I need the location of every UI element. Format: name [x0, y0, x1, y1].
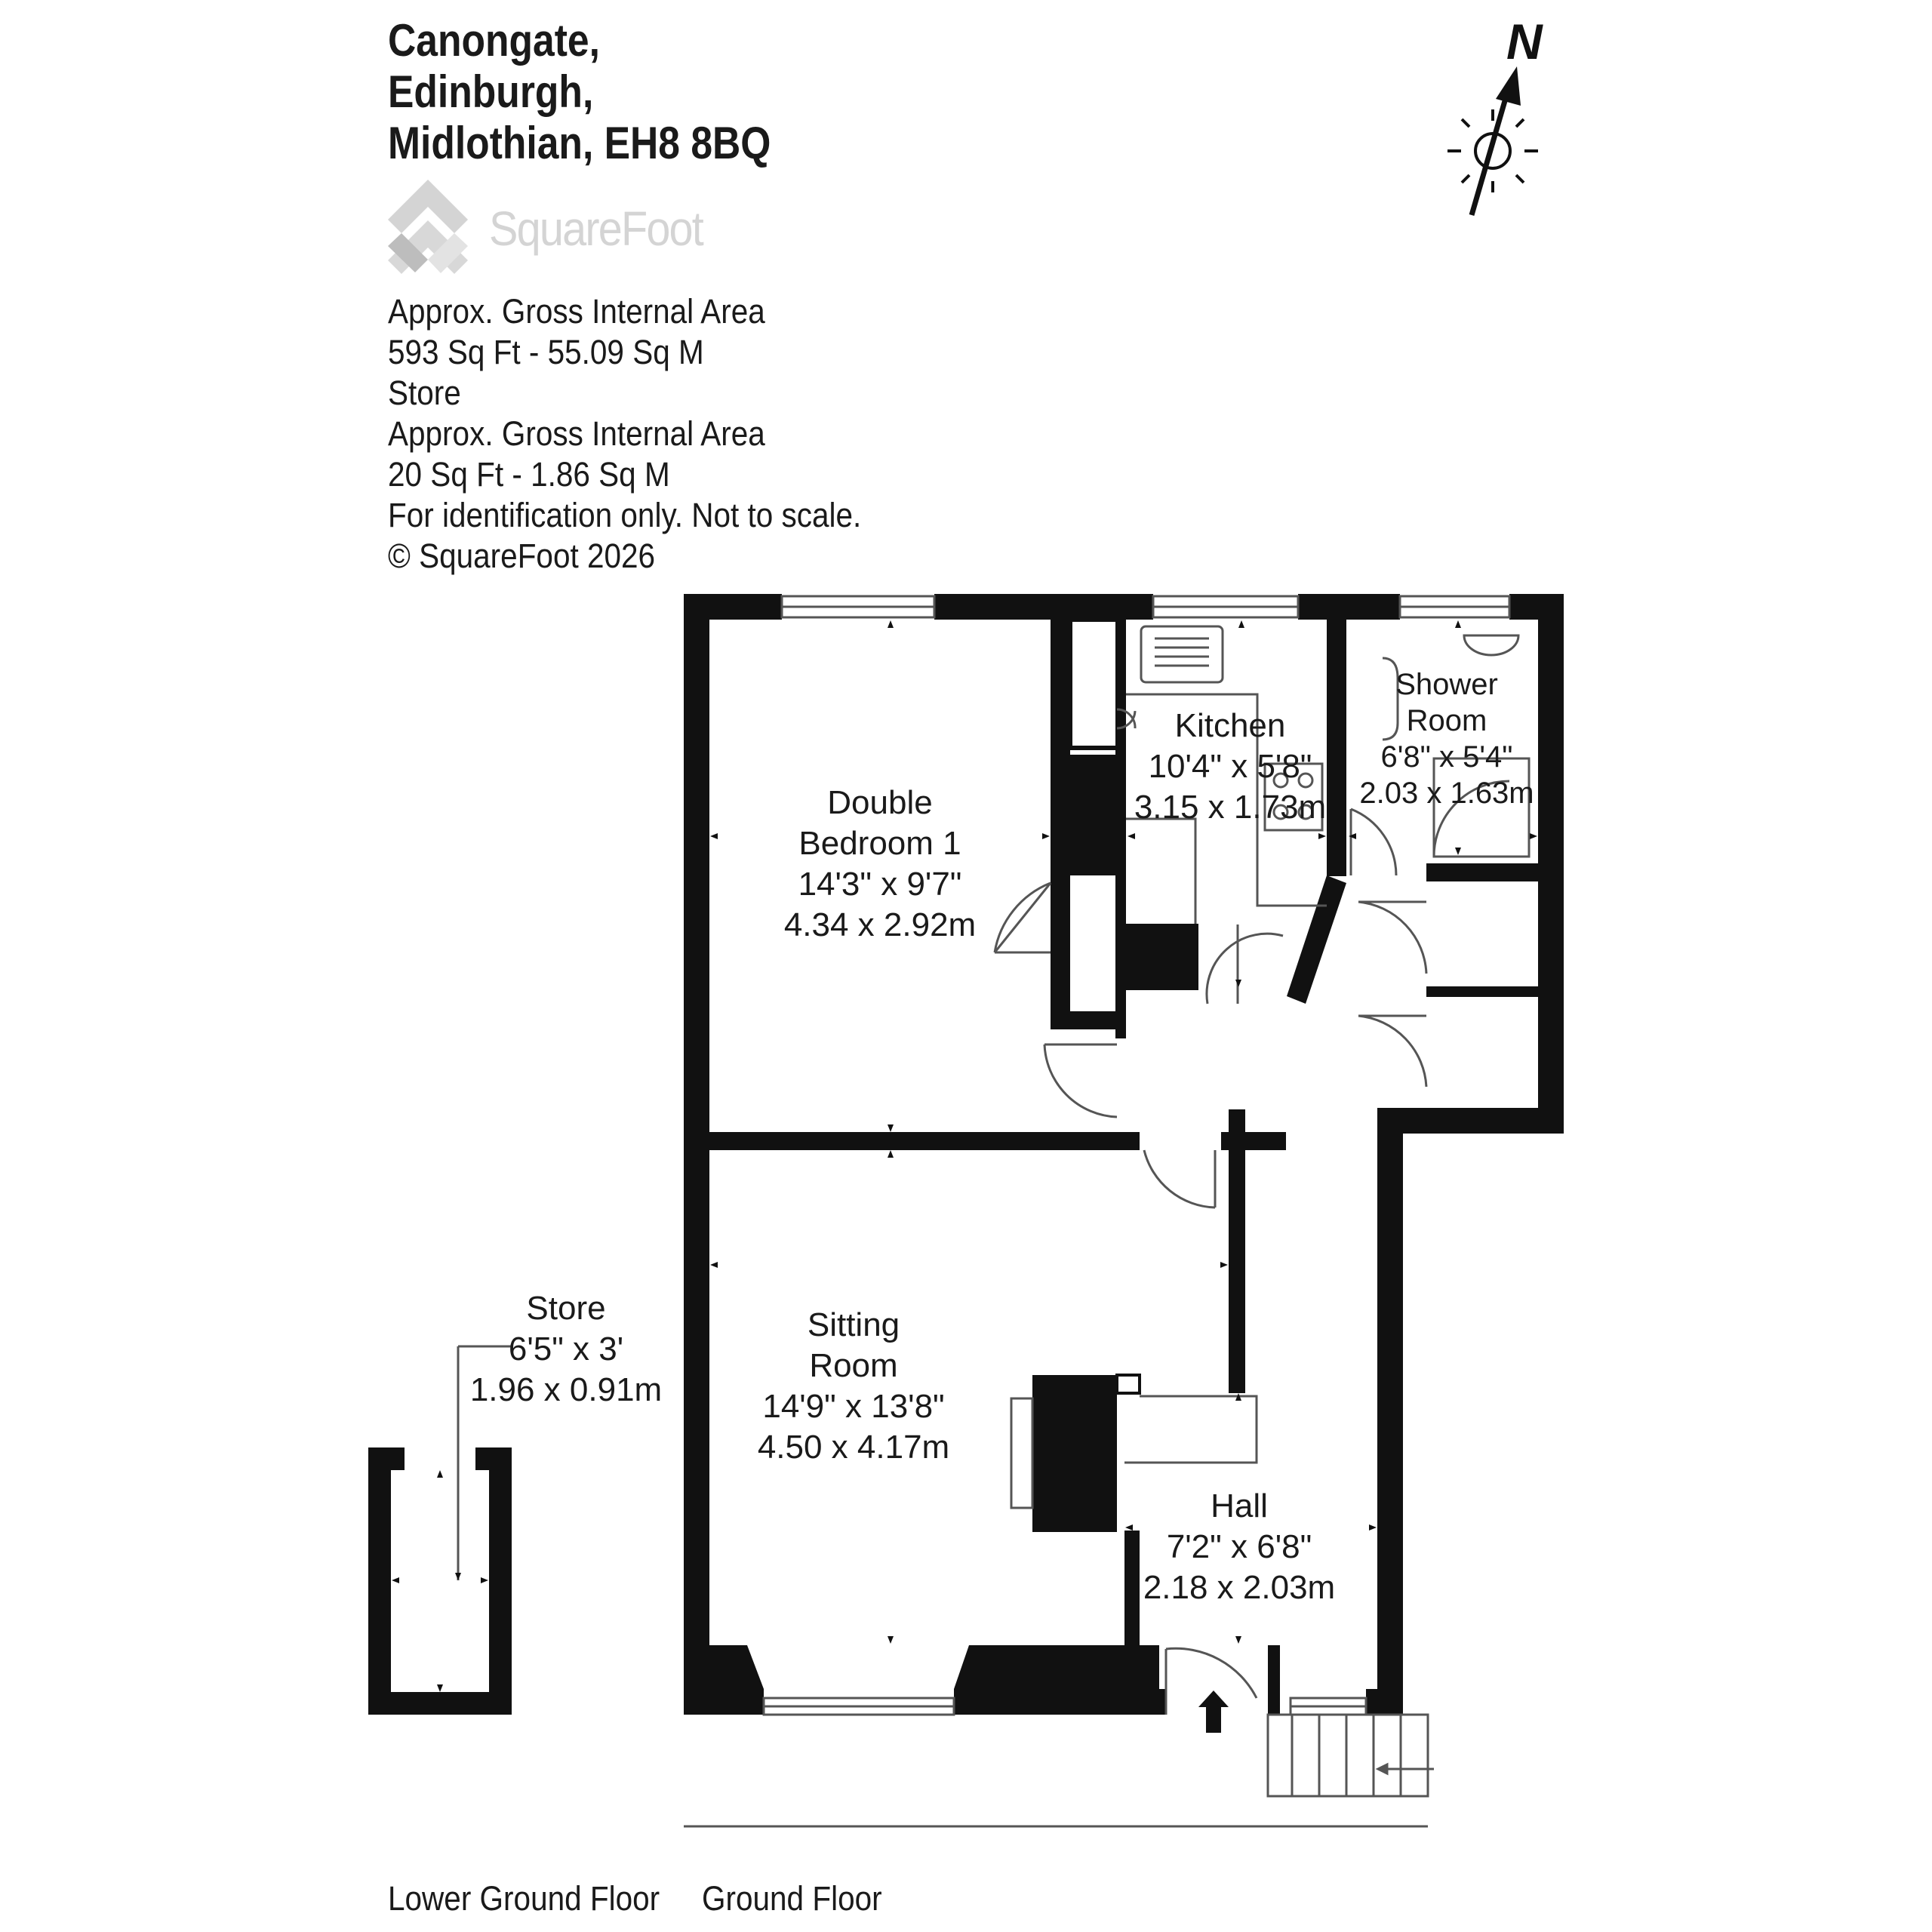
area-info-line-1: Approx. Gross Internal Area: [388, 292, 765, 331]
interior-walls: [709, 617, 1538, 1645]
shower-name-2: Room: [1407, 704, 1487, 737]
sitting-name-1: Sitting: [808, 1306, 900, 1343]
area-info-line-6: For identification only. Not to scale.: [388, 496, 862, 534]
hall-name: Hall: [1211, 1487, 1268, 1524]
shower-tray-icon: [1432, 757, 1531, 858]
hall-imperial: 7'2" x 6'8": [1167, 1528, 1312, 1565]
area-info-line-5: 20 Sq Ft - 1.86 Sq M: [388, 455, 670, 494]
exterior-walls: [684, 594, 1564, 1715]
area-info-line-3: Store: [388, 374, 461, 412]
windows: [762, 595, 1511, 1716]
bedroom-name-1: Double: [827, 784, 932, 821]
kitchen-fittings: [1126, 625, 1327, 924]
bedroom-name-2: Bedroom 1: [798, 825, 961, 862]
room-label-bedroom: Double Bedroom 1 14'3" x 9'7" 4.34 x 2.9…: [784, 784, 976, 943]
sitting-metric: 4.50 x 4.17m: [758, 1429, 949, 1466]
floor-label-ground: Ground Floor: [702, 1879, 882, 1918]
squarefoot-logo-icon: [388, 180, 468, 274]
shower-fittings: [1382, 634, 1531, 858]
store-walls: [368, 1447, 512, 1715]
sun-icon: [1447, 109, 1538, 192]
dimension-markers: [710, 620, 1537, 1644]
area-info-line-4: Approx. Gross Internal Area: [388, 414, 765, 453]
store-imperial: 6'5" x 3': [509, 1331, 623, 1367]
sink-icon: [1140, 625, 1224, 684]
area-info-line-2: 593 Sq Ft - 55.09 Sq M: [388, 333, 704, 371]
room-label-hall: Hall 7'2" x 6'8" 2.18 x 2.03m: [1143, 1487, 1335, 1606]
store-name: Store: [526, 1290, 605, 1327]
shower-name-1: Shower: [1395, 668, 1498, 701]
floor-label-lower-ground: Lower Ground Floor: [388, 1879, 660, 1918]
sitting-name-2: Room: [809, 1347, 897, 1384]
room-label-shower: Shower Room 6'8" x 5'4" 2.03 x 1.63m: [1359, 668, 1534, 810]
north-label: N: [1506, 14, 1543, 69]
shower-metric: 2.03 x 1.63m: [1359, 777, 1534, 810]
room-label-sitting: Sitting Room 14'9" x 13'8" 4.50 x 4.17m: [758, 1306, 949, 1466]
washbasin-icon: [1463, 634, 1520, 657]
address-line-2: Edinburgh,: [388, 66, 594, 117]
kitchen-metric: 3.15 x 1.73m: [1134, 789, 1326, 826]
entrance-steps: [684, 1713, 1434, 1828]
entrance-arrow-icon: [1198, 1690, 1229, 1733]
bedroom-metric: 4.34 x 2.92m: [784, 906, 976, 943]
area-info: Approx. Gross Internal Area 593 Sq Ft - …: [388, 291, 861, 577]
hall-metric: 2.18 x 2.03m: [1143, 1569, 1335, 1606]
brand-name: SquareFoot: [489, 202, 704, 256]
store-metric: 1.96 x 0.91m: [470, 1371, 662, 1408]
address-line-1: Canongate,: [388, 15, 600, 66]
compass: N: [1447, 14, 1543, 216]
room-label-store: Store 6'5" x 3' 1.96 x 0.91m: [470, 1290, 662, 1408]
hob-icon: [1263, 762, 1324, 832]
fireplace: [1010, 1395, 1258, 1509]
kitchen-name: Kitchen: [1175, 707, 1286, 744]
address-line-3: Midlothian, EH8 8BQ: [388, 118, 771, 168]
north-arrow-icon: [1469, 66, 1521, 216]
store-dimension-markers: [392, 1345, 512, 1692]
sitting-imperial: 14'9" x 13'8": [762, 1388, 944, 1425]
toilet-icon: [1382, 657, 1399, 741]
doors: [993, 708, 1428, 1715]
property-address: Canongate, Edinburgh, Midlothian, EH8 8B…: [388, 15, 771, 169]
area-info-line-7: © SquareFoot 2026: [388, 537, 656, 575]
room-label-kitchen: Kitchen 10'4" x 5'8" 3.15 x 1.73m: [1134, 707, 1326, 826]
bedroom-imperial: 14'3" x 9'7": [798, 866, 962, 903]
kitchen-imperial: 10'4" x 5'8": [1149, 748, 1312, 785]
shower-imperial: 6'8" x 5'4": [1381, 740, 1513, 774]
